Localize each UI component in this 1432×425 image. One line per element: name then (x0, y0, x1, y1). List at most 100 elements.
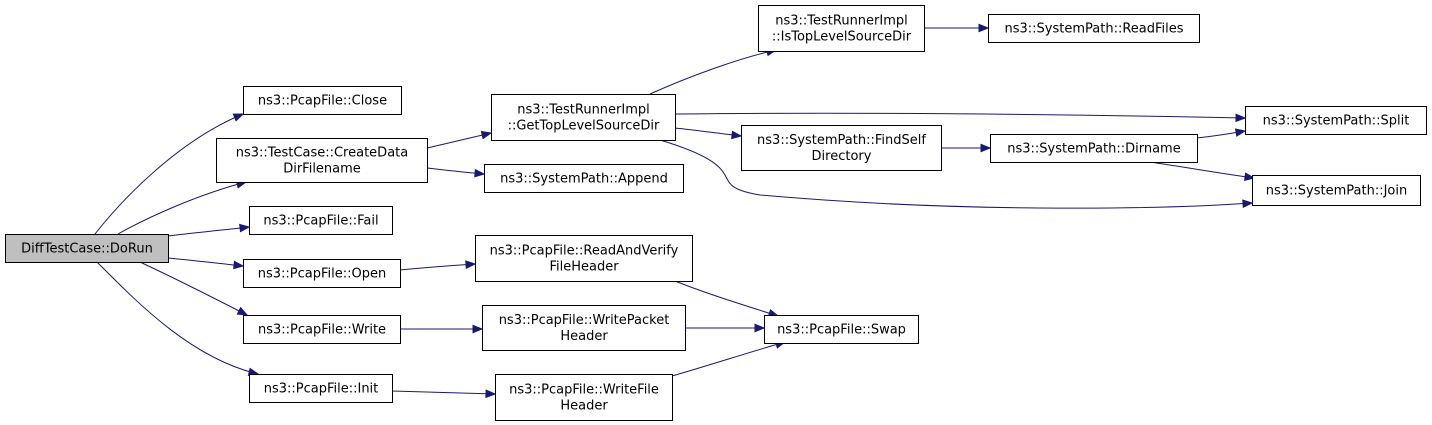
edge-dirname-to-join (1149, 161, 1256, 181)
node-label: ns3::PcapFile::Open (258, 267, 386, 282)
edge-line (1149, 161, 1255, 179)
node-box (249, 374, 393, 403)
node-readfiles[interactable]: ns3::SystemPath::ReadFiles (988, 14, 1200, 43)
node-label: ns3::PcapFile::WriteFile (509, 383, 659, 398)
edge-line (391, 390, 496, 395)
node-join[interactable]: ns3::SystemPath::Join (1252, 175, 1421, 206)
edge-writefile-to-swap (671, 340, 787, 377)
arrowhead-icon (232, 113, 245, 122)
node-write[interactable]: ns3::PcapFile::Write (243, 315, 401, 344)
node-box (482, 305, 686, 351)
edge-line (399, 263, 476, 271)
arrowhead-icon (1242, 199, 1254, 208)
edge-root-to-close (94, 113, 245, 235)
node-box (475, 235, 693, 282)
arrowhead-icon (978, 23, 990, 33)
arrowhead-icon (236, 306, 249, 316)
node-box (216, 138, 428, 183)
node-fail[interactable]: ns3::PcapFile::Fail (249, 206, 393, 235)
node-istop[interactable]: ns3::TestRunnerImpl::IsTopLevelSourceDir (758, 5, 925, 52)
node-box (741, 125, 942, 171)
node-label: ns3::TestRunnerImpl (775, 14, 908, 29)
node-label: DiffTestCase::DoRun (21, 242, 153, 257)
node-label: ns3::TestCase::CreateData (236, 146, 408, 161)
edge-init-to-writefile (391, 389, 497, 399)
node-label: ns3::PcapFile::Init (264, 382, 379, 397)
edge-gettop-to-split (674, 112, 1247, 123)
node-label: ns3::PcapFile::Fail (263, 214, 378, 229)
edge-istop-to-readfiles (924, 23, 990, 33)
edge-line (674, 112, 1246, 119)
node-label: ::IsTopLevelSourceDir (772, 30, 912, 45)
edge-readverify-to-swap (674, 280, 780, 318)
node-label: ns3::PcapFile::Close (258, 94, 387, 109)
node-append[interactable]: ns3::SystemPath::Append (484, 164, 684, 193)
arrowhead-icon (980, 143, 992, 153)
arrowhead-icon (474, 168, 486, 178)
node-box (243, 315, 401, 344)
edge-dirname-to-split (1196, 128, 1247, 139)
node-box (249, 206, 393, 235)
node-init[interactable]: ns3::PcapFile::Init (249, 374, 393, 403)
node-box (495, 374, 673, 421)
edge-root-to-fail (167, 223, 251, 237)
node-root[interactable]: DiffTestCase::DoRun (5, 234, 169, 263)
edge-line (659, 139, 1253, 209)
node-label: FileHeader (549, 260, 619, 275)
arrowhead-icon (239, 223, 251, 233)
node-dirname[interactable]: ns3::SystemPath::Dirname (990, 134, 1198, 163)
arrowhead-icon (1243, 172, 1256, 181)
edge-root-to-createdata (117, 180, 248, 235)
node-open[interactable]: ns3::PcapFile::Open (243, 259, 401, 288)
edge-line (94, 113, 244, 235)
node-label: ns3::TestRunnerImpl (517, 103, 650, 118)
edge-open-to-readverify (399, 260, 477, 271)
arrowhead-icon (465, 260, 477, 269)
edge-line (139, 261, 248, 316)
node-label: ns3::SystemPath::ReadFiles (1004, 22, 1183, 37)
arrowhead-icon (1234, 128, 1247, 137)
node-split[interactable]: ns3::SystemPath::Split (1245, 106, 1427, 135)
node-box (5, 234, 169, 263)
node-label: ns3::SystemPath::Join (1266, 184, 1407, 199)
node-label: ::GetTopLevelSourceDir (508, 119, 660, 134)
edge-findself-to-dirname (941, 143, 992, 153)
edge-line (167, 257, 244, 267)
edge-root-to-open (167, 257, 245, 270)
node-label: ns3::PcapFile::Swap (777, 323, 906, 338)
edge-gettop-to-findself (674, 127, 743, 140)
edge-line (674, 127, 742, 137)
node-label: ns3::SystemPath::Dirname (1007, 142, 1180, 157)
node-gettop[interactable]: ns3::TestRunnerImpl::GetTopLevelSourceDi… (491, 94, 676, 141)
node-box (758, 5, 925, 52)
arrowhead-icon (233, 260, 245, 270)
edge-gettop-to-join (659, 139, 1254, 209)
node-swap[interactable]: ns3::PcapFile::Swap (764, 315, 919, 344)
node-label: ns3::PcapFile::ReadAndVerify (490, 244, 679, 259)
node-box (491, 94, 676, 141)
node-label: ns3::SystemPath::Append (500, 172, 668, 187)
node-box (1252, 175, 1421, 206)
arrowhead-icon (485, 389, 497, 399)
node-close[interactable]: ns3::PcapFile::Close (243, 86, 402, 115)
edge-root-to-write (139, 261, 249, 316)
edge-createdata-to-gettop (426, 130, 493, 149)
edge-line (674, 280, 779, 317)
node-box (243, 259, 401, 288)
node-box (484, 164, 684, 193)
node-box (764, 315, 919, 344)
edge-line (671, 341, 786, 377)
node-box (990, 134, 1198, 163)
edge-line (649, 49, 777, 95)
node-label: ns3::PcapFile::WritePacket (499, 313, 670, 328)
node-label: Header (560, 399, 608, 414)
nodes-layer: DiffTestCase::DoRunns3::PcapFile::Closen… (5, 5, 1427, 421)
edge-root-to-init (96, 261, 260, 377)
node-label: ns3::SystemPath::Split (1263, 114, 1410, 129)
